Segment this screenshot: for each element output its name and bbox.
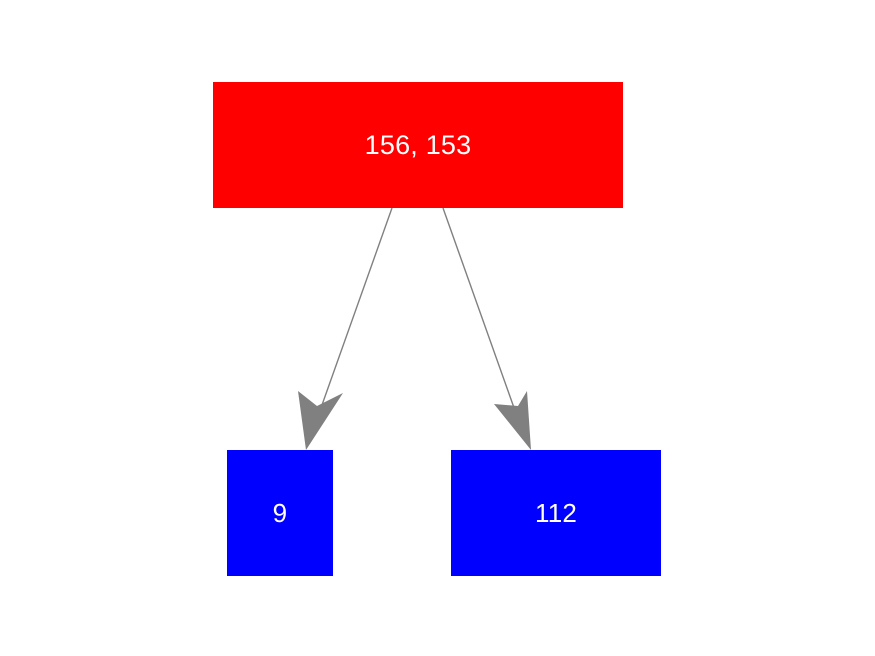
edge-line-root-left [316, 207, 393, 420]
node-root[interactable]: 156, 153 [213, 82, 623, 208]
edge-root-to-left-child [298, 207, 393, 450]
node-child-right[interactable]: 112 [451, 450, 661, 576]
arrowhead-right [494, 391, 531, 450]
edge-root-to-right-child [442, 207, 531, 450]
arrowhead-left [298, 391, 343, 450]
node-child-left-label: 9 [272, 498, 288, 528]
node-child-right-label: 112 [534, 498, 578, 528]
edge-line-root-right [442, 207, 519, 420]
node-root-label: 156, 153 [364, 129, 472, 160]
node-child-left[interactable]: 9 [227, 450, 333, 576]
